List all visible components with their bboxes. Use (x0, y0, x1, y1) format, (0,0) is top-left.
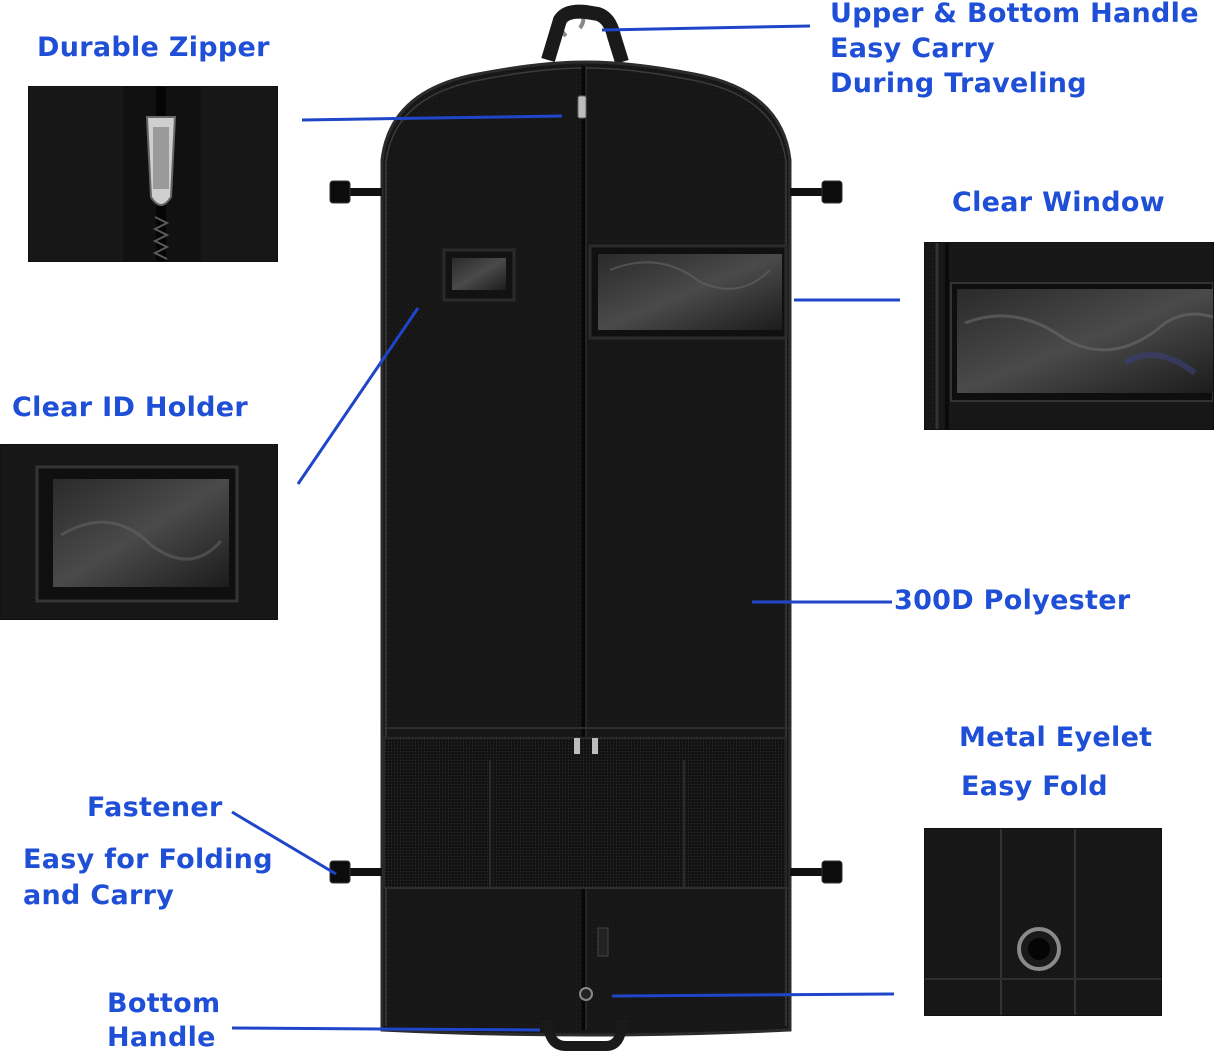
zipper-inset (28, 86, 278, 262)
folding-label-line2: and Carry (23, 880, 175, 911)
brand-tag (597, 927, 609, 957)
buckle-icon (329, 860, 843, 884)
folding-label-line1: Easy for Folding (23, 844, 273, 875)
id-holder-inset (0, 444, 278, 620)
id-holder (442, 248, 516, 302)
zipper-pull-icon (145, 116, 177, 206)
clear-id-holder-label: Clear ID Holder (12, 392, 249, 423)
lower-pocket (383, 737, 787, 889)
eyelet-label-line1: Metal Eyelet (959, 722, 1153, 753)
buckle-icon (329, 180, 843, 204)
handle-label-line1: Upper & Bottom Handle (830, 0, 1199, 29)
polyester-label: 300D Polyester (894, 585, 1131, 616)
bottom-handle (543, 1019, 627, 1051)
zipper-pull-icon (577, 95, 587, 119)
handle-label-line3: During Traveling (830, 68, 1087, 99)
bottom-handle-label-line2: Handle (107, 1022, 216, 1053)
eyelet-icon (579, 987, 593, 1001)
fastener-label: Fastener (87, 792, 223, 823)
window-inset (924, 242, 1214, 430)
eyelet-inset (924, 828, 1162, 1016)
eyelet-icon (1017, 927, 1061, 971)
clear-window-label: Clear Window (952, 187, 1165, 218)
leader-lines (231, 24, 900, 1032)
eyelet-label-line2: Easy Fold (961, 771, 1108, 802)
durable-zipper-label: Durable Zipper (37, 32, 270, 63)
clear-window (588, 244, 788, 340)
bottom-handle-label-line1: Bottom (107, 988, 221, 1019)
handle-label-line2: Easy Carry (830, 33, 995, 64)
